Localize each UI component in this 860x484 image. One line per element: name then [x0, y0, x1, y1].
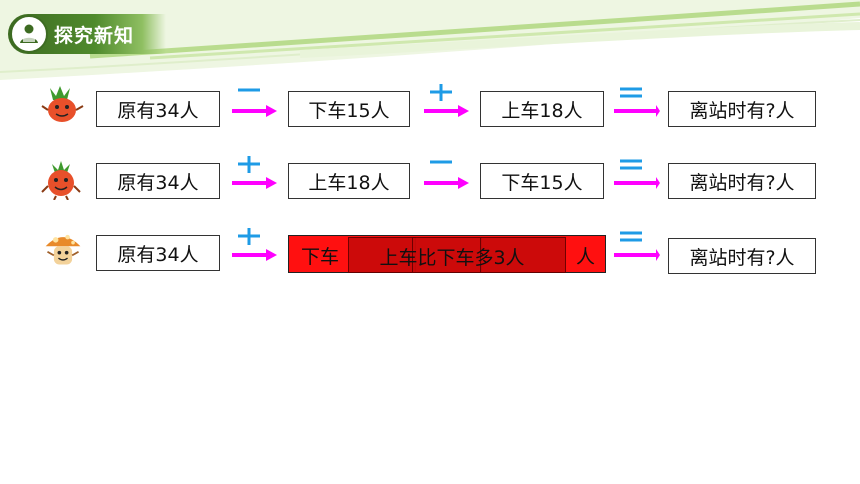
- get-off-box: 下车15人: [480, 163, 604, 199]
- overlay-tile: [348, 237, 416, 273]
- covered-left-text: 下车: [301, 246, 340, 268]
- get-off-box: 下车15人: [288, 91, 410, 127]
- equals-arrow-operator: [612, 156, 660, 196]
- minus-arrow-operator: [422, 156, 470, 196]
- carrot-character-icon: [41, 86, 84, 122]
- equals-arrow-operator: [612, 228, 660, 268]
- overlay-tile: [412, 237, 482, 273]
- plus-arrow-operator: [422, 84, 470, 124]
- start-box: 原有34人: [96, 91, 220, 127]
- section-title: 探究新知: [54, 25, 135, 47]
- overlay-tile: [480, 237, 566, 273]
- overlay-label: 上车比下车多3人: [379, 247, 525, 269]
- equals-arrow-operator: [612, 84, 660, 124]
- plus-arrow-operator: [230, 156, 278, 196]
- tomato-character-icon: [41, 161, 81, 200]
- result-box: 离站时有?人: [668, 163, 816, 199]
- start-box: 原有34人: [96, 235, 220, 271]
- get-on-box: 上车18人: [480, 91, 604, 127]
- plus-arrow-operator: [230, 228, 278, 268]
- start-box: 原有34人: [96, 163, 220, 199]
- header-decoration: [0, 0, 860, 80]
- covered-right-text: 人: [575, 246, 595, 268]
- result-box: 离站时有?人: [668, 238, 816, 274]
- mushroom-character-icon: [45, 234, 81, 265]
- minus-arrow-operator: [230, 84, 278, 124]
- result-box: 离站时有?人: [668, 91, 816, 127]
- reader-icon: [10, 15, 48, 53]
- get-on-box: 上车18人: [288, 163, 410, 199]
